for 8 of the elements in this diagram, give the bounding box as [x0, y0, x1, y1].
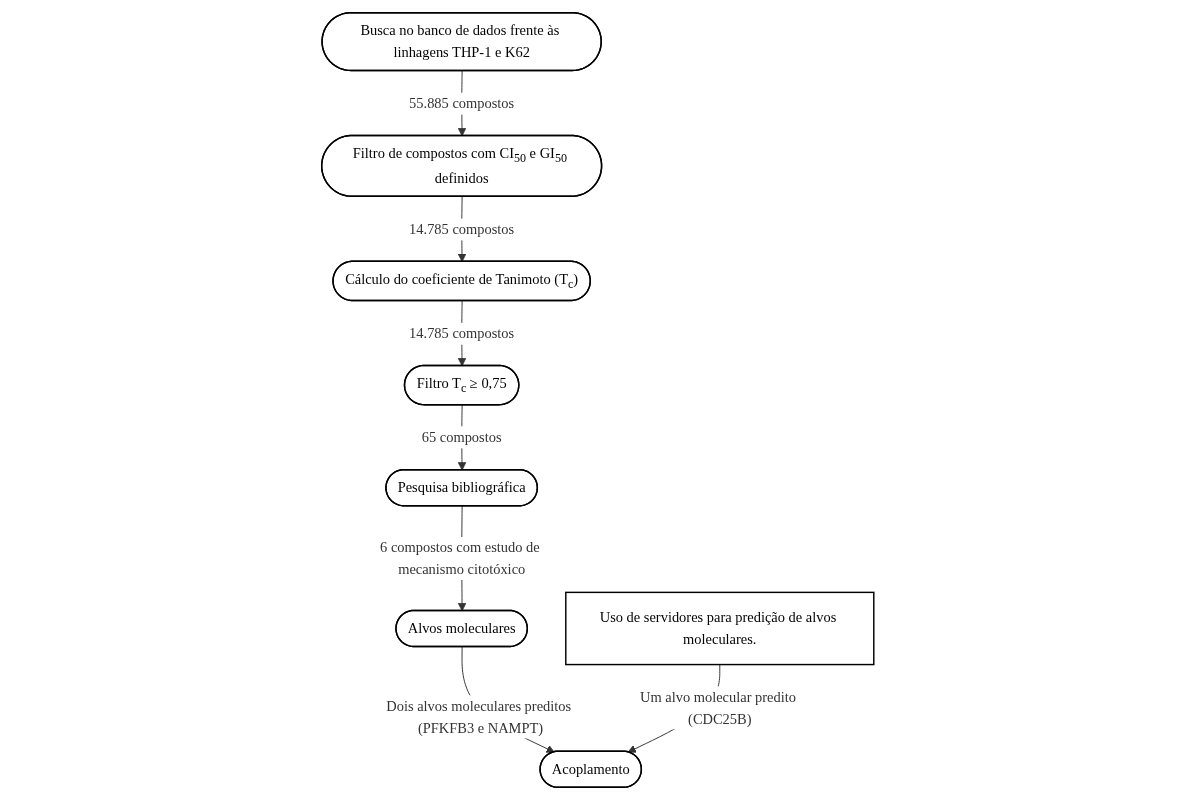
edge-label: 14.785 compostos	[408, 325, 514, 341]
edge-label: Um alvo molecular predito (CDC25B)	[639, 689, 796, 727]
edge-label: Dois alvos moleculares preditos (PFKFB3 e NAMPT)	[386, 698, 571, 736]
edge-label: 55.885 compostos	[408, 95, 514, 111]
node-box: Uso de servidores para predição de alvos moleculares.	[564, 591, 875, 666]
edge-label: 14.785 compostos	[408, 221, 514, 237]
edge-label: 6 compostos com estudo de mecanismo citotóxico	[379, 539, 540, 577]
edge-label: 65 compostos	[421, 429, 502, 445]
